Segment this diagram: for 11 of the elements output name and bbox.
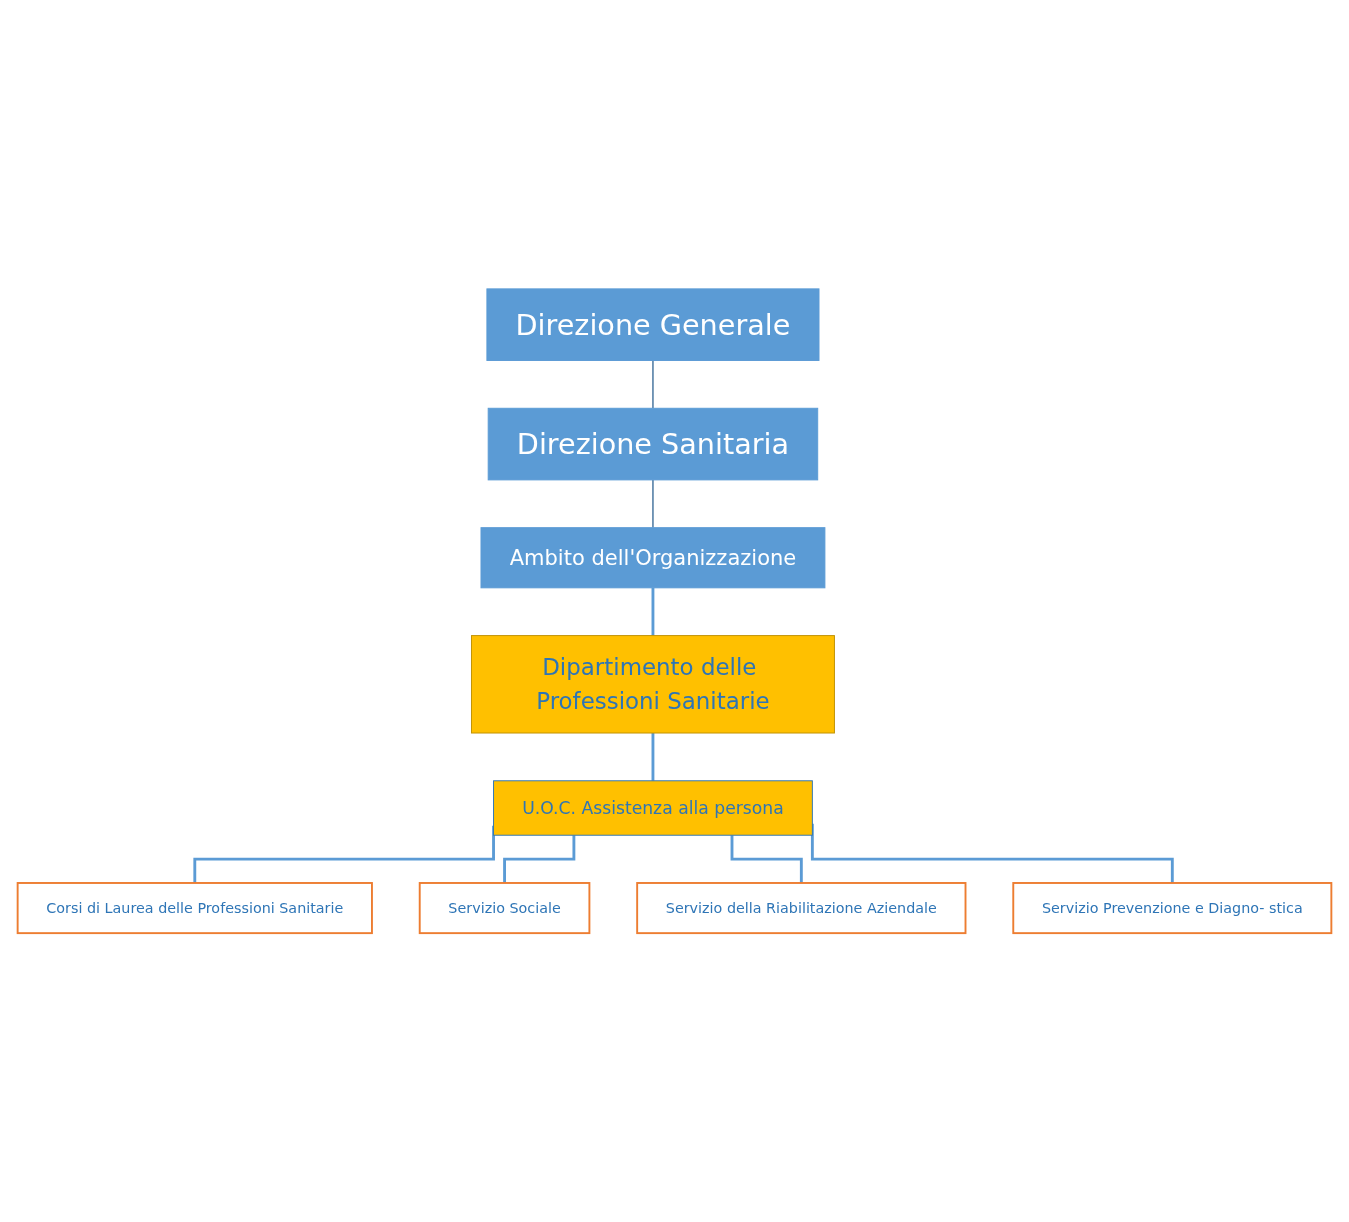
node-box: Servizio della Riabilitazione Aziendale (636, 882, 967, 935)
node-box: U.O.C. Assistenza alla persona (493, 780, 813, 836)
node-box: Corsi di Laurea delle Professioni Sanitarie (16, 882, 373, 935)
connector (652, 359, 654, 409)
node-box: Servizio Sociale (418, 882, 591, 935)
node-box: Direzione Generale (486, 288, 820, 361)
node-box: Direzione Sanitaria (487, 407, 819, 481)
node-box: Dipartimento delle Professioni Sanitarie (470, 635, 835, 734)
connector (652, 479, 654, 529)
node-box: Servizio Prevenzione e Diagno- stica (1012, 882, 1333, 935)
node-box: Ambito dell'Organizzazione (480, 527, 826, 589)
